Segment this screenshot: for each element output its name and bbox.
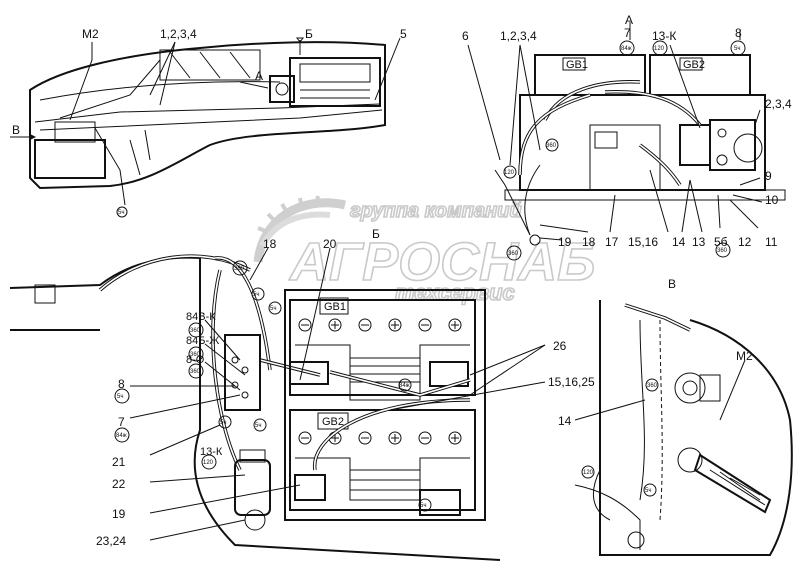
tag-360-84b: 360 [190, 328, 201, 334]
tag-5-main1: 5ч [253, 292, 259, 298]
label-gb2-top: GB2 [683, 59, 705, 71]
view-v-detail: 360 120 5ч В М2 14 [558, 277, 793, 556]
top-right-view: GB1 GB2 360 120 84ж 120 5ч 360 [462, 13, 792, 261]
tag-360c-tr: 360 [508, 251, 519, 257]
relay-block [224, 334, 261, 411]
label-21-main: 21 [112, 455, 126, 469]
label-1234-tr: 1,2,3,4 [500, 29, 537, 43]
label-1516-tr: 15,16 [628, 235, 658, 249]
tag-360-8o: 360 [190, 369, 201, 375]
label-1234-tl: 1,2,3,4 [160, 27, 197, 41]
tag-top-left: 5ч [118, 210, 124, 216]
label-8o-main: 8-О [186, 354, 205, 366]
label-26-main: 26 [553, 339, 567, 353]
label-gb1-main: GB1 [324, 301, 346, 313]
tag-84-main: 84ж [399, 383, 410, 389]
label-6: 6 [462, 29, 469, 43]
tag-120-tr: 120 [504, 170, 515, 176]
tag-5-main4: 5ч [220, 420, 226, 426]
tag-5-label8: 5ч [117, 394, 123, 400]
tag-5-tr: 5ч [734, 46, 740, 52]
tag-84-label7: 84ж [116, 433, 127, 439]
label-5b-tr: 5б [714, 235, 728, 249]
label-12-tr: 12 [738, 235, 752, 249]
label-v-title: В [668, 277, 676, 291]
mass-switch-13 [679, 124, 711, 166]
tag-5-main3: 5ч [255, 423, 261, 429]
tag-360b-tr: 360 [717, 248, 728, 254]
label-m2-v: М2 [736, 349, 753, 363]
label-19-tr: 19 [558, 235, 572, 249]
tag-120b-tr: 120 [654, 46, 665, 52]
tag-360-main1: 360 [234, 266, 245, 272]
label-8-main: 8 [118, 377, 125, 391]
label-234-tr: 2,3,4 [765, 97, 792, 111]
m2-motor-box [34, 139, 106, 179]
label-a-tl: А [255, 69, 263, 83]
watermark: группа компаний АГРОСНАБ техсервис [253, 195, 596, 306]
tag-5-main2: 5ч [270, 306, 276, 312]
label-7-main: 7 [118, 415, 125, 429]
top-left-box [289, 57, 381, 107]
watermark-line1: группа компаний [350, 200, 522, 222]
watermark-line2: АГРОСНАБ [288, 232, 595, 292]
battery-gb1 [289, 299, 476, 396]
frame-outline [9, 256, 501, 561]
label-9-tr: 9 [765, 169, 772, 183]
label-8-tr: 8 [735, 26, 742, 40]
label-2324-main: 23,24 [96, 534, 126, 548]
v-outline [599, 300, 793, 556]
tag-360-tr: 360 [546, 143, 557, 149]
label-18-tr: 18 [582, 235, 596, 249]
main-view-b: GB1 GB2 [9, 227, 595, 561]
label-v-tl: В [12, 123, 20, 137]
label-13k-tr: 13-К [652, 29, 676, 43]
label-13-tr: 13 [692, 235, 706, 249]
watermark-line3: техсервис [395, 280, 515, 305]
label-13k-main: 13-К [200, 446, 223, 458]
label-14-tr: 14 [672, 235, 686, 249]
tag-5-v: 5ч [645, 488, 651, 494]
battery-gb1-top [534, 54, 646, 96]
top-left-view: 5ч М2 1,2,3,4 5 Б А В [10, 27, 407, 218]
label-10-tr: 10 [765, 193, 779, 207]
label-gb2-main: GB2 [322, 416, 344, 428]
watermark-logo-icon [253, 195, 346, 263]
label-22-main: 22 [112, 477, 126, 491]
label-19-main: 19 [112, 507, 126, 521]
label-151625-main: 15,16,25 [548, 375, 595, 389]
label-11-tr: 11 [765, 235, 778, 249]
tag-84-tr: 84ж [621, 46, 632, 52]
label-b-main: Б [372, 227, 380, 241]
label-17-tr: 17 [605, 235, 619, 249]
label-a-tr: А [625, 13, 633, 27]
label-7-tr: 7 [624, 26, 631, 40]
label-84b-main: 84В-К [186, 311, 216, 323]
starter-body [234, 459, 271, 516]
label-20-main: 20 [323, 237, 337, 251]
label-5: 5 [400, 27, 407, 41]
label-18-main: 18 [263, 237, 277, 251]
tag-120-v: 120 [583, 470, 594, 476]
gb1-cell-caps [298, 318, 462, 332]
tag-360-v: 360 [647, 383, 658, 389]
label-gb1-top: GB1 [566, 59, 588, 71]
cab-outline [29, 41, 386, 190]
tag-360-84bzh: 360 [190, 352, 201, 358]
battery-box [284, 289, 486, 521]
label-84bzh-main: 84Б-Ж [186, 335, 219, 347]
tag-120-main: 120 [203, 460, 214, 466]
label-m2: М2 [82, 27, 99, 41]
label-b-arrow: Б [305, 27, 313, 41]
label-14-v: 14 [558, 414, 572, 428]
tag-5-main5: 5ч [420, 503, 426, 509]
